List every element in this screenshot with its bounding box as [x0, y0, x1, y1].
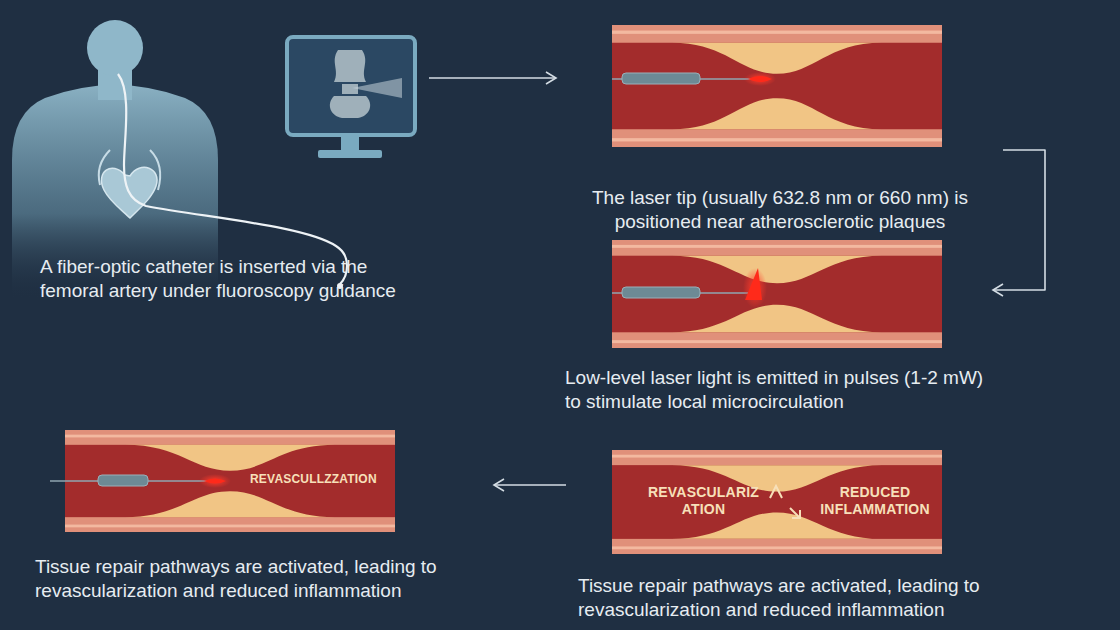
step-caption: The laser tip (usually 632.8 nm or 660 n…	[560, 186, 1000, 233]
step-caption: Tissue repair pathways are activated, le…	[578, 574, 1010, 621]
artery-panel-2	[612, 240, 942, 348]
fluoroscopy-monitor	[287, 37, 415, 158]
panel-label: REVASCULLZZATION	[250, 472, 377, 486]
step-node: Low-level laser light is emitted in puls…	[565, 238, 990, 417]
step-node: The laser tip (usually 632.8 nm or 660 n…	[560, 20, 1000, 237]
flow-arrow	[429, 77, 556, 79]
step-caption: Low-level laser light is emitted in puls…	[565, 366, 990, 413]
step-caption: Tissue repair pathways are activated, le…	[35, 555, 490, 602]
artery-panel-1	[612, 25, 942, 147]
step-caption: A fiber-optic catheter is inserted via t…	[40, 255, 400, 302]
flow-arrow	[494, 484, 566, 486]
step-node: REVASCULLZZATION Tissue repair pathways a…	[30, 428, 490, 606]
panel-label: REVASCULARIZ ATION	[648, 484, 759, 518]
flow-arrow	[993, 150, 1045, 290]
step-node: A fiber-optic catheter is inserted via t…	[0, 0, 425, 345]
artery-panel-3	[612, 450, 942, 554]
step-node: REVASCULARIZ ATION REDUCED INFLAMMATION Ti…	[570, 448, 1010, 625]
artery-panel-4	[50, 430, 395, 532]
panel-label: REDUCED INFLAMMATION	[820, 484, 929, 518]
